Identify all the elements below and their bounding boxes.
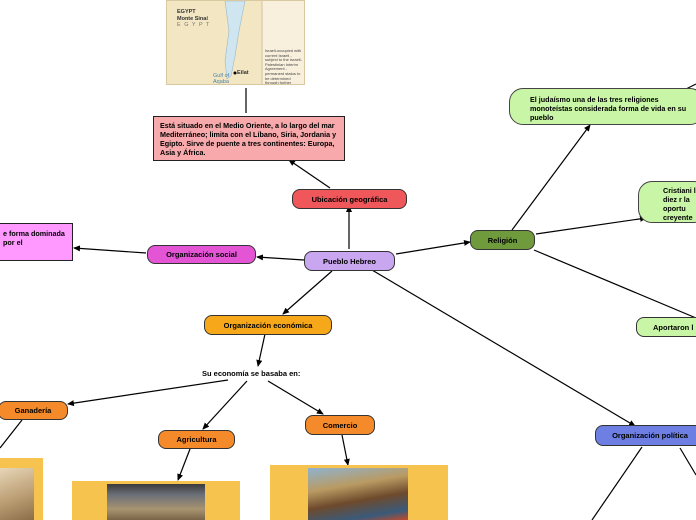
organizacion-social-description-box: e forma dominada por el bbox=[0, 223, 73, 261]
map-note: Israeli-occupied with current Israeli - … bbox=[265, 48, 302, 85]
edge-comercio-img bbox=[341, 434, 350, 466]
edge-center-social bbox=[256, 254, 305, 261]
edge-center-politica bbox=[371, 269, 636, 427]
node-organizacion-social[interactable]: Organización social bbox=[147, 245, 256, 264]
edge-center-economica bbox=[282, 270, 333, 315]
node-comercio[interactable]: Comercio bbox=[305, 415, 375, 435]
edge-politica-down2 bbox=[679, 447, 696, 476]
judaismo-description-box: El judaísmo una de las tres religiones m… bbox=[509, 88, 696, 125]
map-label-sinai: Monte Sinaí bbox=[177, 16, 208, 22]
node-organizacion-politica[interactable]: Organización política bbox=[595, 425, 696, 446]
edge-social-box bbox=[73, 245, 147, 254]
comercio-image bbox=[270, 465, 448, 520]
agricultura-image bbox=[72, 481, 240, 520]
edge-agricultura-img bbox=[177, 448, 191, 481]
map-label-gulf: Gulf of Aqaba bbox=[213, 73, 230, 85]
cristianismo-description-box: Cristiani los diez r la oportu creyente bbox=[638, 181, 696, 223]
edge-text-ganaderia bbox=[67, 379, 229, 407]
ubicacion-description-box: Está situado en el Medio Oriente, a lo l… bbox=[153, 116, 345, 161]
edge-text-agricultura bbox=[202, 380, 248, 430]
edge-ganaderia-img bbox=[0, 419, 23, 449]
edge-center-religion bbox=[395, 239, 471, 255]
node-pueblo-hebreo[interactable]: Pueblo Hebreo bbox=[304, 251, 395, 271]
edge-economica-text bbox=[256, 333, 266, 367]
map-label-egypt: EGYPT bbox=[177, 9, 196, 15]
map-image: EGYPT Monte Sinaí E G Y P T Gulf of Aqab… bbox=[166, 0, 305, 85]
edge-religion-aportaron bbox=[533, 249, 696, 319]
edge-text-comercio bbox=[267, 380, 324, 415]
edge-politica-down1 bbox=[591, 446, 643, 520]
node-aportaron[interactable]: Aportaron l bbox=[636, 317, 696, 337]
node-religion[interactable]: Religión bbox=[470, 230, 535, 250]
map-label-eilat: Eilat bbox=[237, 70, 249, 76]
edge-religion-cristianismo bbox=[535, 215, 647, 235]
edge-religion-judaismo bbox=[511, 124, 591, 231]
node-ganaderia[interactable]: Ganadería bbox=[0, 401, 68, 420]
node-agricultura[interactable]: Agricultura bbox=[158, 430, 235, 449]
node-organizacion-economica[interactable]: Organización económica bbox=[204, 315, 332, 335]
node-ubicacion-geografica[interactable]: Ubicación geográfica bbox=[292, 189, 407, 209]
edge-ubicacion-box bbox=[288, 159, 331, 189]
map-label-egypt2: E G Y P T bbox=[177, 22, 211, 28]
economia-label: Su economía se basaba en: bbox=[202, 369, 301, 378]
ganaderia-image bbox=[0, 458, 43, 520]
